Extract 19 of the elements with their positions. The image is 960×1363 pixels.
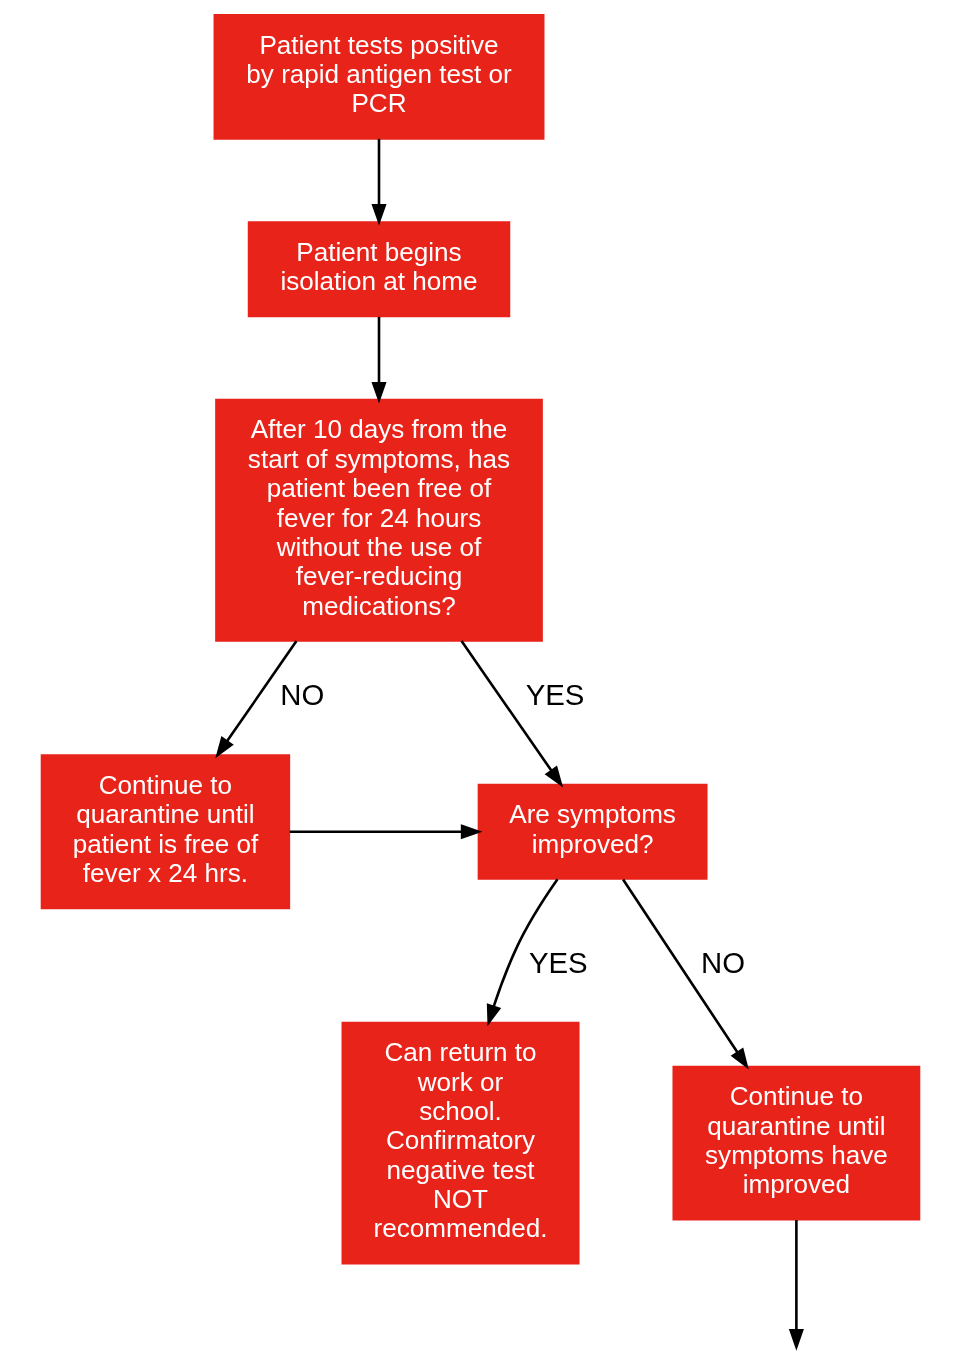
arrow <box>788 1220 804 1351</box>
node-box: Are symptoms improved? <box>477 783 708 880</box>
arrow <box>214 640 297 759</box>
arrow <box>486 878 559 1027</box>
arrow <box>460 640 563 788</box>
edge-label: NO <box>279 678 324 712</box>
arrow <box>289 824 482 840</box>
arrow <box>621 878 749 1070</box>
edge-label: NO <box>700 945 745 979</box>
node-box: Continue to quarantine until patient is free of fever x 24 hrs. <box>40 754 290 910</box>
arrow <box>370 316 387 404</box>
node-box: After 10 days from the start of symptoms, has patient been free of fever for 24 hours without the use of fever-reducing medications? <box>214 398 543 642</box>
node-box: Patient begins isolation at home <box>247 221 510 318</box>
node-box: Can return to work or school. Confirmatory negative test NOT recommended. <box>341 1021 580 1265</box>
node-box: Patient tests positive by rapid antigen test or PCR <box>213 14 544 140</box>
node-box: Continue to quarantine until symptoms have improved <box>671 1065 920 1221</box>
edge-label: YES <box>528 945 588 979</box>
arrow <box>370 138 387 226</box>
edge-label: YES <box>525 678 584 712</box>
